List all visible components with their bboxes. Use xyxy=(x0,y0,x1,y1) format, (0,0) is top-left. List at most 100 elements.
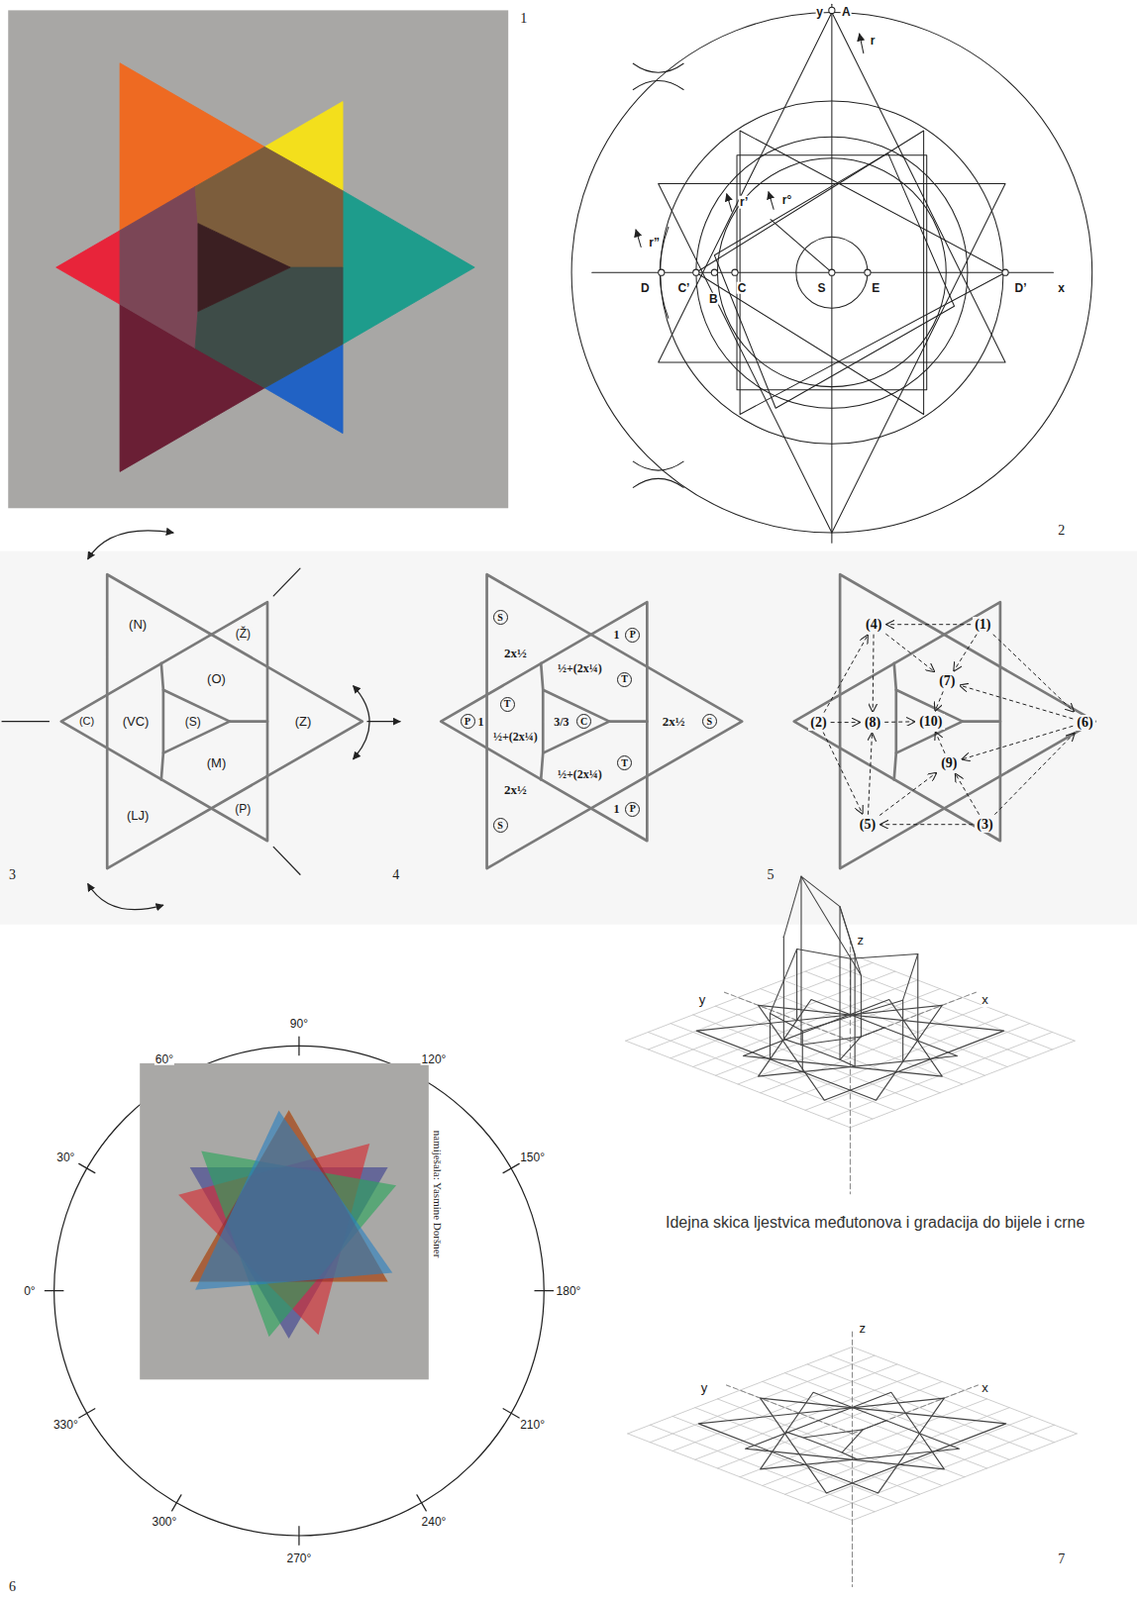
star-triangle xyxy=(106,574,363,869)
step-number: (8) xyxy=(862,715,883,731)
point-marker xyxy=(711,269,718,276)
node-text: T xyxy=(620,758,628,769)
panel-band xyxy=(0,551,1137,926)
grid-line xyxy=(849,954,1075,1042)
mixing-arrow xyxy=(935,732,945,754)
figure-caption: Idejna skica ljestvica međutonova i grad… xyxy=(663,1214,1087,1232)
region-label: (C) xyxy=(78,716,96,728)
degree-label: 120° xyxy=(420,1053,448,1067)
degree-label: 90° xyxy=(289,1017,310,1031)
center-triangle xyxy=(542,690,610,754)
axis-label: x xyxy=(980,993,990,1008)
star-triangle xyxy=(440,602,647,841)
degree-tick xyxy=(79,1409,96,1419)
node-text: P xyxy=(464,717,471,727)
step-number: (9) xyxy=(938,755,959,772)
star-triangle xyxy=(760,1392,960,1470)
panel-number: 3 xyxy=(8,868,16,884)
division-line xyxy=(860,1028,884,1037)
axis-label: y xyxy=(700,1381,710,1396)
region-label: (O) xyxy=(206,672,227,687)
colour-field xyxy=(119,186,199,348)
panel-4-scheme xyxy=(440,574,742,869)
photo-ground xyxy=(7,9,509,509)
gradation-bar xyxy=(860,975,862,1037)
axis-label: x xyxy=(1056,281,1066,295)
node-text: (9) xyxy=(940,756,957,771)
step-number: (2) xyxy=(808,715,828,731)
division-line xyxy=(609,720,647,724)
node-text: (8) xyxy=(864,716,881,730)
mixing-arrow xyxy=(872,634,875,713)
node-text: P xyxy=(629,629,636,640)
degree-tick xyxy=(534,1290,554,1292)
node-text: P xyxy=(629,804,636,815)
circled-letter: T xyxy=(617,672,632,688)
degree-label: 300° xyxy=(150,1516,178,1530)
panel-number: 4 xyxy=(392,868,400,884)
gradation-bar xyxy=(917,953,919,1041)
division-line xyxy=(785,1432,804,1439)
node-text: T xyxy=(504,699,512,710)
grid-line xyxy=(695,1373,921,1461)
circled-letter: T xyxy=(500,697,516,713)
mixing-arrow xyxy=(880,824,973,826)
point-label: D’ xyxy=(1014,281,1029,295)
division-line xyxy=(229,720,268,724)
panel-2-construction xyxy=(571,3,1093,543)
star-triangle xyxy=(744,1392,944,1470)
region-label: (Z) xyxy=(294,715,313,729)
star-triangle xyxy=(758,1005,1005,1101)
grid-line xyxy=(829,1355,1055,1444)
grid-line xyxy=(647,962,873,1050)
degree-label: 270° xyxy=(285,1551,312,1565)
degree-label: 240° xyxy=(420,1516,448,1530)
division-line xyxy=(894,663,897,691)
share-label: 1 xyxy=(476,715,485,728)
region-label: (P) xyxy=(233,803,252,817)
axis-label: y xyxy=(698,993,708,1008)
degree-label: 330° xyxy=(52,1418,80,1432)
mixing-arrow xyxy=(993,634,1074,713)
point-marker xyxy=(828,6,835,13)
gradation-bar xyxy=(902,1000,904,1062)
panel-number: 6 xyxy=(8,1579,16,1595)
star-triangle xyxy=(794,602,1001,841)
gradation-bar xyxy=(796,949,798,1022)
hue-circle xyxy=(54,1045,545,1537)
share-label: ½+(2x¼) xyxy=(492,730,539,744)
rotation-arrow xyxy=(88,884,164,911)
construction-triangle xyxy=(658,184,1006,533)
axis-mark xyxy=(273,846,301,875)
mixing-arrow xyxy=(824,635,868,714)
division-line xyxy=(962,720,1001,724)
node-text: (3) xyxy=(976,818,993,832)
gradation-level xyxy=(770,948,919,1032)
node-text: T xyxy=(620,674,628,685)
division-line xyxy=(161,663,164,691)
division-line xyxy=(841,1452,857,1460)
circled-letter: P xyxy=(624,802,640,818)
degree-tick xyxy=(79,1163,96,1173)
star-triangle xyxy=(758,999,958,1077)
node-text: S xyxy=(706,717,713,727)
author-credit: namiješala: Yasmine Doršner xyxy=(430,1129,443,1259)
mixing-arrow xyxy=(879,773,936,817)
point-marker xyxy=(1002,269,1009,276)
circled-letter: C xyxy=(576,714,592,729)
star-triangle xyxy=(61,602,268,841)
degree-tick xyxy=(503,1409,519,1419)
grid-line xyxy=(851,1346,1077,1435)
grid-line xyxy=(672,1364,898,1452)
mixing-arrow xyxy=(994,733,1074,816)
point-marker xyxy=(731,269,738,276)
degree-tick xyxy=(298,1036,300,1056)
point-marker xyxy=(864,269,871,276)
panel-number: 2 xyxy=(1057,523,1065,539)
grid-line xyxy=(762,1381,988,1469)
gradation-bar xyxy=(838,907,840,1061)
step-number: (10) xyxy=(917,714,944,730)
mixing-arrow xyxy=(955,774,980,816)
share-label: 2x½ xyxy=(503,783,528,798)
